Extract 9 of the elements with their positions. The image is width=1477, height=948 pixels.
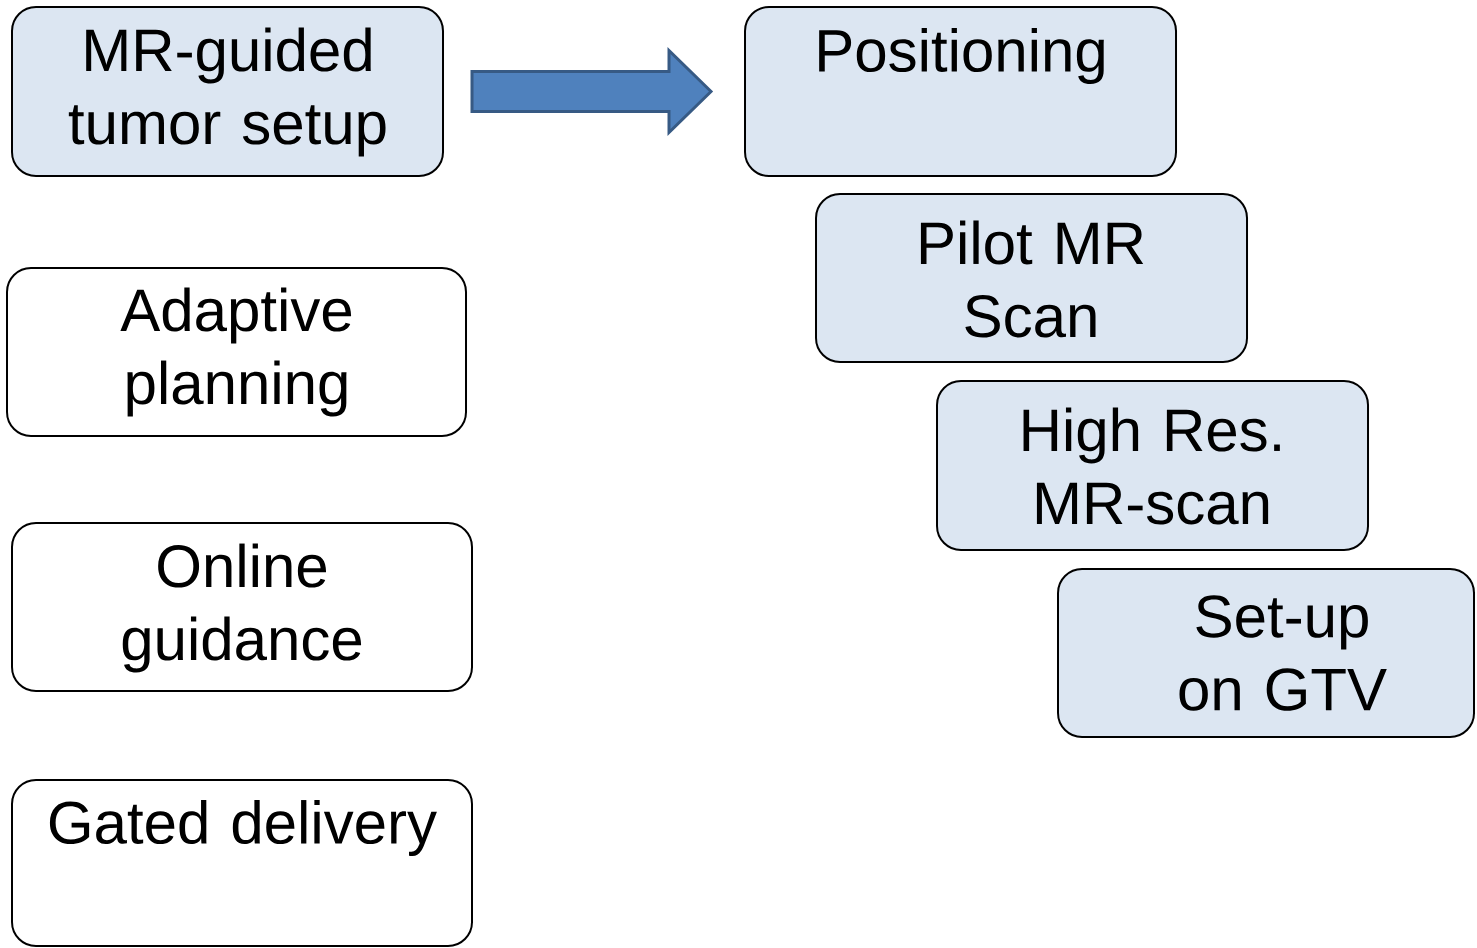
block-arrow bbox=[470, 46, 714, 137]
process-box: Set-up on GTV bbox=[1057, 568, 1475, 738]
process-box: Adaptive planning bbox=[6, 267, 467, 437]
process-box: Positioning bbox=[744, 6, 1177, 177]
process-box: Gated delivery bbox=[11, 779, 473, 947]
process-box: MR-guided tumor setup bbox=[11, 6, 444, 177]
process-box: Pilot MR Scan bbox=[815, 193, 1248, 363]
process-box: High Res. MR-scan bbox=[936, 380, 1369, 551]
process-box: Online guidance bbox=[11, 522, 473, 692]
